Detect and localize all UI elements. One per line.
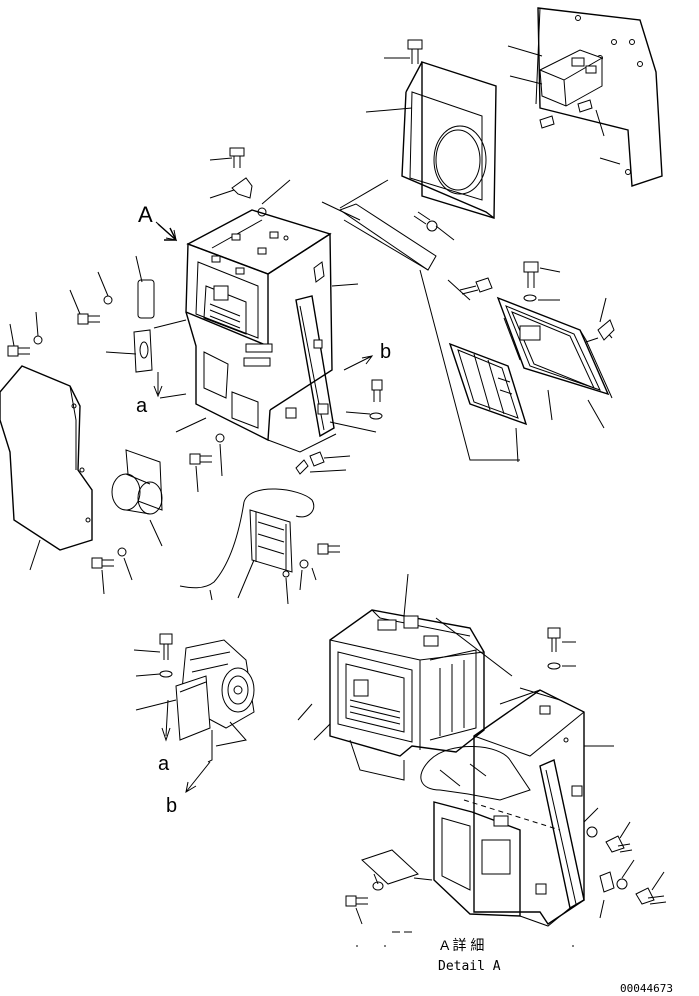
main-case-assembly: A <box>138 179 359 453</box>
callout-a-label-2: a <box>158 753 170 775</box>
view-arrow-a-label: A <box>138 202 153 227</box>
caption-marks <box>356 931 574 947</box>
leader-filter-group <box>419 269 520 461</box>
filter-frame-rear <box>496 296 613 399</box>
callout-b-center: b <box>343 341 391 371</box>
duct-frame-upper <box>365 61 497 219</box>
bolt-top-center <box>384 39 423 64</box>
bolts-detail-right <box>583 807 667 919</box>
cover-plate-detail <box>345 849 433 925</box>
cover-plate-left <box>105 255 187 373</box>
detail-caption-japanese: A 詳 細 <box>440 937 484 953</box>
mounting-panel-assembly <box>507 7 663 187</box>
clip-right <box>585 319 615 343</box>
bolts-lower-left <box>91 433 225 595</box>
callout-b-label-1: b <box>380 341 391 363</box>
bolt-detail-top <box>547 627 576 670</box>
bolt-filter-top <box>523 261 561 302</box>
filter-holder-bar <box>321 179 437 271</box>
filter-element <box>448 342 605 463</box>
screw-duct <box>413 211 455 241</box>
round-duct-outlet <box>111 449 163 547</box>
side-cover-left <box>0 365 93 571</box>
detail-case-housing <box>420 687 614 927</box>
detail-caption-english: Detail A <box>438 959 501 974</box>
drawing-number: 00044673 <box>620 982 673 995</box>
callout-b-label-2: b <box>166 795 177 817</box>
sensor-harness <box>179 488 315 605</box>
clip-parts <box>295 451 351 475</box>
blower-motor: a b <box>135 639 255 817</box>
bolt-blower <box>133 633 173 678</box>
bolt-filter-left <box>447 277 493 301</box>
bracket-top-left <box>209 147 253 199</box>
callout-a-label-1: a <box>136 395 148 417</box>
bolts-left-cluster <box>7 271 113 357</box>
ac-unit-detail <box>297 573 513 781</box>
bolt-center-right <box>329 379 383 433</box>
callout-a-left: a <box>136 372 207 433</box>
bolt-harness <box>299 543 340 591</box>
